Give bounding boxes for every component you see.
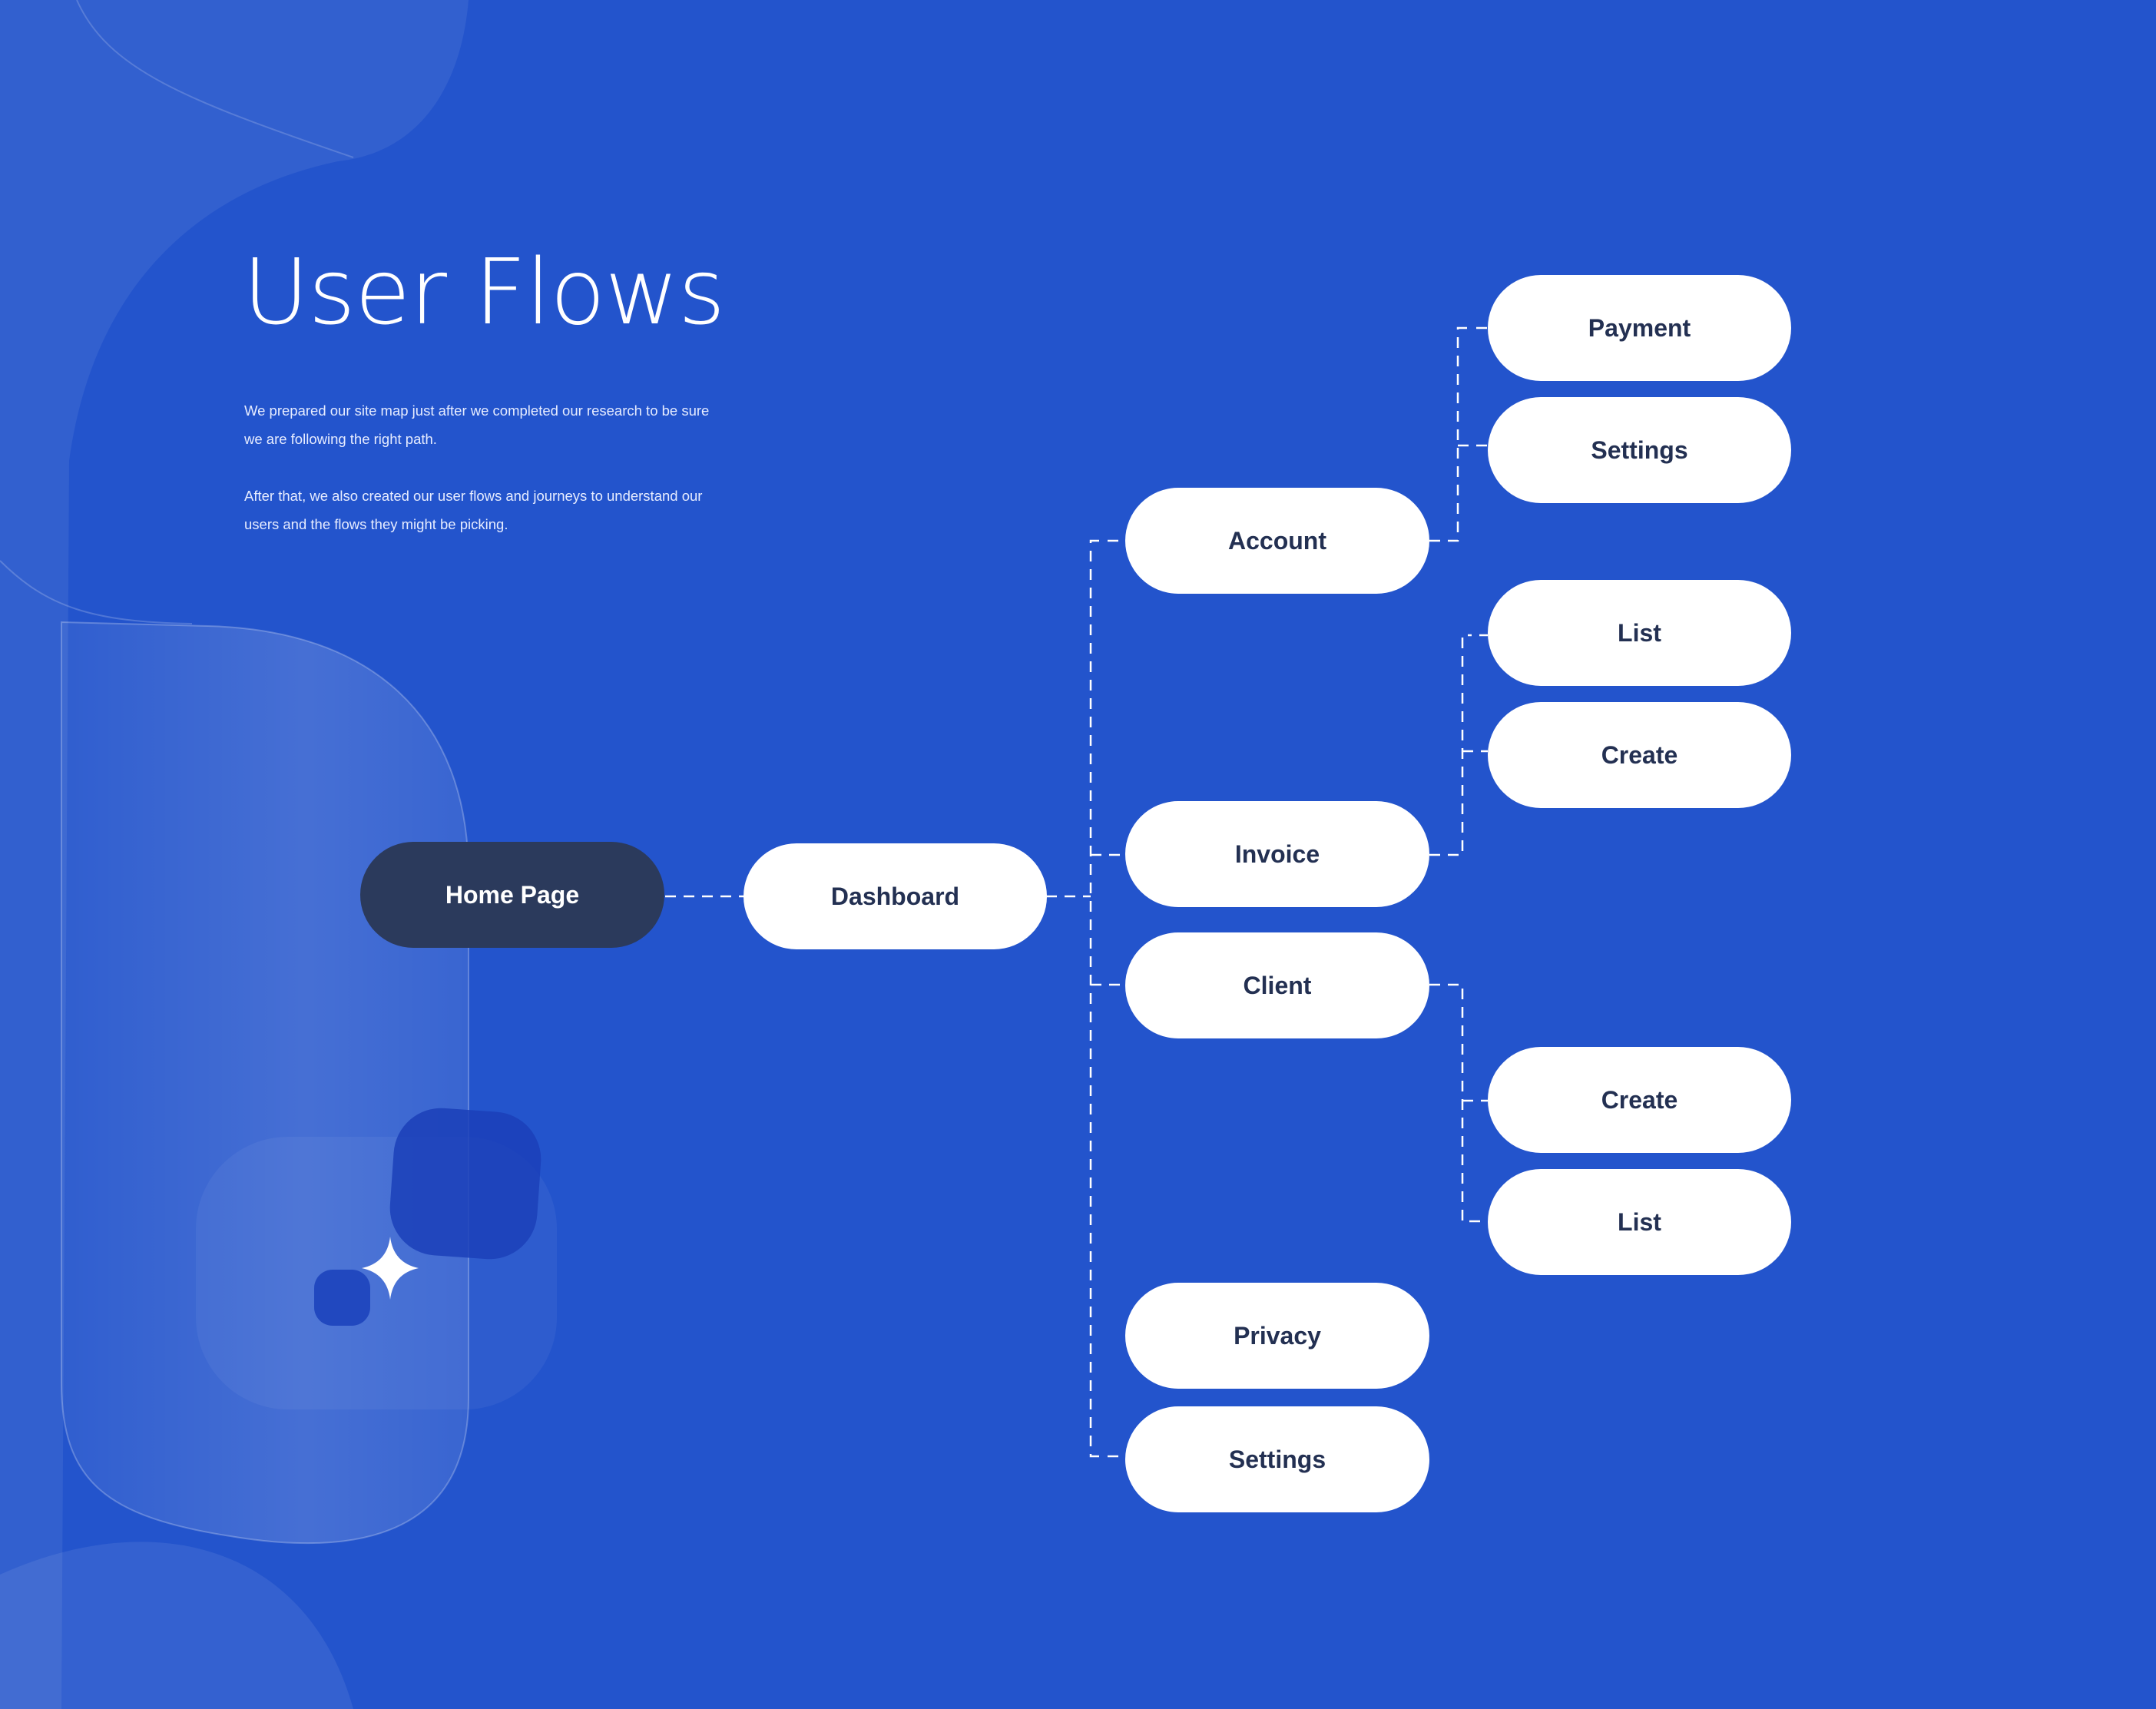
node-label: Settings xyxy=(1591,436,1688,464)
node-home-page[interactable]: Home Page xyxy=(360,842,664,948)
description-line: users and the flows they might be pickin… xyxy=(244,516,508,532)
node-label: Dashboard xyxy=(830,882,960,910)
node-account-payment[interactable]: Payment xyxy=(1488,275,1791,381)
node-invoice-create[interactable]: Create xyxy=(1488,702,1791,808)
description-line: We prepared our site map just after we c… xyxy=(244,402,710,419)
node-client[interactable]: Client xyxy=(1125,932,1429,1038)
node-invoice-list[interactable]: List xyxy=(1488,580,1791,686)
node-label: Settings xyxy=(1228,1445,1326,1473)
node-label: Privacy xyxy=(1234,1321,1321,1350)
connector-account-out xyxy=(1429,326,1467,542)
node-label: Create xyxy=(1601,740,1678,769)
node-invoice[interactable]: Invoice xyxy=(1125,801,1429,907)
connector-invoice-out xyxy=(1429,634,1472,856)
node-label: List xyxy=(1618,1207,1661,1236)
node-label: List xyxy=(1618,618,1661,647)
page-title: User Flows xyxy=(243,239,725,345)
node-label: Payment xyxy=(1588,313,1691,342)
node-client-create[interactable]: Create xyxy=(1488,1047,1791,1153)
description-paragraph-2: After that, we also created our user flo… xyxy=(244,482,797,538)
node-label: Account xyxy=(1228,526,1326,555)
description-line: After that, we also created our user flo… xyxy=(244,488,703,504)
node-dashboard[interactable]: Dashboard xyxy=(744,843,1047,949)
node-label: Home Page xyxy=(445,880,580,909)
description-paragraph-1: We prepared our site map just after we c… xyxy=(244,396,797,453)
connector-client-out xyxy=(1429,983,1488,1223)
node-label: Create xyxy=(1601,1085,1678,1114)
connector-level2-trunk xyxy=(1089,539,1099,1458)
node-account-settings[interactable]: Settings xyxy=(1488,397,1791,503)
description-line: we are following the right path. xyxy=(244,431,437,447)
node-label: Client xyxy=(1243,971,1312,999)
node-privacy[interactable]: Privacy xyxy=(1125,1283,1429,1389)
node-account[interactable]: Account xyxy=(1125,488,1429,594)
node-settings[interactable]: Settings xyxy=(1125,1406,1429,1512)
node-client-list[interactable]: List xyxy=(1488,1169,1791,1275)
node-label: Invoice xyxy=(1234,840,1320,868)
